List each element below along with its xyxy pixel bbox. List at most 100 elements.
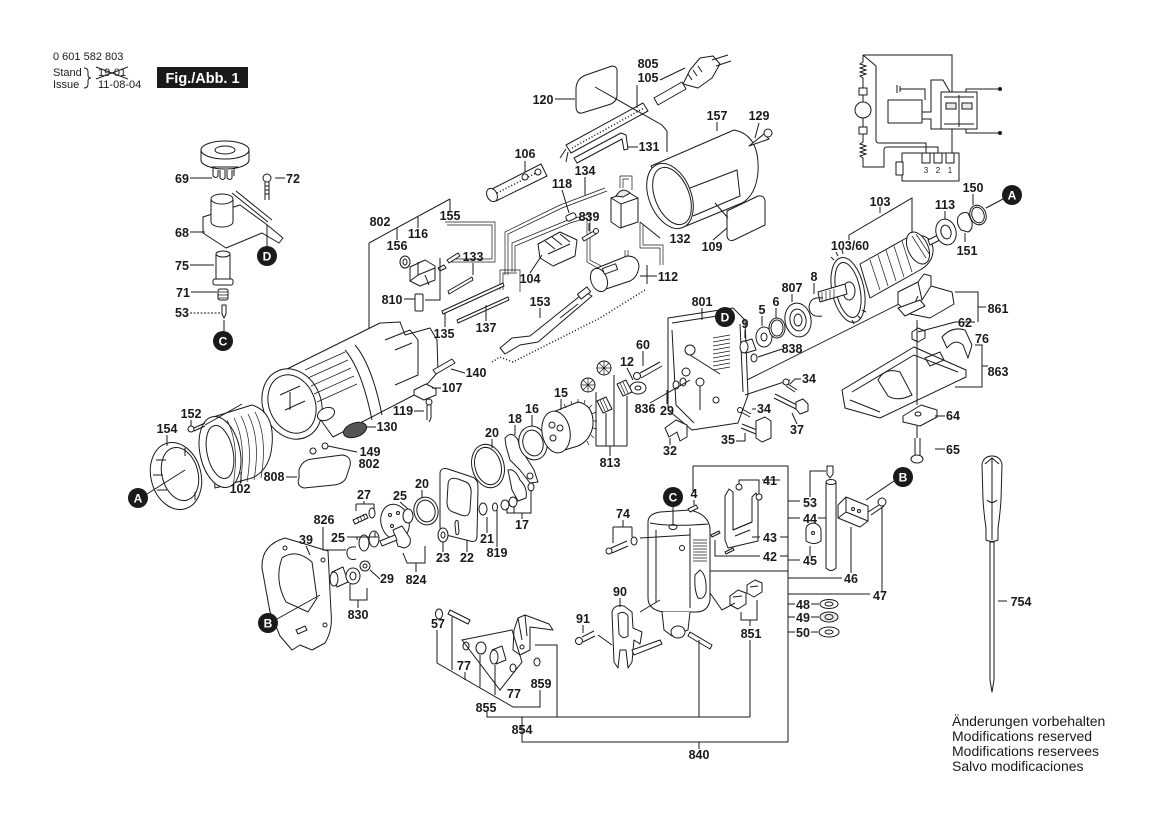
callout-label: 71 xyxy=(176,286,190,300)
part-nut-62 xyxy=(911,327,926,343)
callout-label: 22 xyxy=(460,551,474,565)
part-screw-118 xyxy=(565,212,577,222)
pin-label: 1 xyxy=(948,166,953,175)
figure-label-box xyxy=(157,67,248,88)
motor-symbol-icon xyxy=(854,101,872,119)
part-circlip-826 xyxy=(346,546,357,560)
marker-d-right: D xyxy=(715,307,735,327)
callout-label: 17 xyxy=(515,518,529,532)
part-screw-47 xyxy=(867,497,887,516)
callout-label: 48 xyxy=(796,598,810,612)
bracket-line xyxy=(692,465,870,742)
part-ring-150 xyxy=(969,204,987,226)
part-ring-25-upper xyxy=(402,508,414,524)
marker-c-left: C xyxy=(213,331,233,351)
callout-label: 25 xyxy=(393,489,407,503)
part-housing-tube-157 xyxy=(646,129,759,229)
callout-label: 37 xyxy=(790,423,804,437)
callout-label: 47 xyxy=(873,589,887,603)
callout-label: 807 xyxy=(782,281,803,295)
callout-label: 854 xyxy=(512,723,533,737)
part-screwdriver-754 xyxy=(981,455,1003,693)
callout-label: 5 xyxy=(759,303,766,317)
part-screw-34-lower xyxy=(737,407,752,418)
part-motor-housing xyxy=(261,321,439,440)
callout-label: 6 xyxy=(773,295,780,309)
part-screw-27 xyxy=(352,507,376,525)
part-armature-103 xyxy=(817,231,943,325)
callout-label: 29 xyxy=(380,572,394,586)
outline-855 xyxy=(461,629,523,691)
part-label-120 xyxy=(575,65,618,114)
callout-label: 77 xyxy=(507,687,521,701)
callout-label: 107 xyxy=(442,381,463,395)
callout-label: 830 xyxy=(348,608,369,622)
callout-label: 15 xyxy=(554,386,568,400)
part-gasket-39 xyxy=(261,537,332,651)
callout-label: 155 xyxy=(440,209,461,223)
part-rod-135 xyxy=(441,282,505,315)
marker-b-right: B xyxy=(893,467,913,487)
part-washer-29-lower xyxy=(359,560,371,572)
part-ring-57 xyxy=(435,608,443,620)
part-knob-35 xyxy=(740,416,772,443)
callout-label: 863 xyxy=(988,365,1009,379)
callout-label: 840 xyxy=(689,748,710,762)
part-gear-housing-lower xyxy=(647,509,713,650)
part-screw-91 xyxy=(575,630,596,645)
bracket-line xyxy=(276,501,426,620)
part-cable-105 xyxy=(559,81,687,163)
callout-label: 16 xyxy=(525,402,539,416)
bracket-line xyxy=(436,617,788,749)
issue-date: 11-08-04 xyxy=(98,79,141,91)
callout-label: 157 xyxy=(707,109,728,123)
callout-label: 859 xyxy=(531,677,552,691)
marker-b-left: B xyxy=(258,613,278,633)
marker-a-left: A xyxy=(128,488,148,508)
notice-line: Modifications reservees xyxy=(952,743,1099,759)
callout-label: 74 xyxy=(616,507,630,521)
part-clamp-plate-64 xyxy=(902,404,938,427)
modifications-notice: Änderungen vorbehalten Modifications res… xyxy=(952,713,1105,774)
part-pin-140 xyxy=(432,358,456,375)
callout-label: 120 xyxy=(533,93,554,107)
bracket-line xyxy=(916,291,988,450)
part-pads-851 xyxy=(729,579,763,610)
callout-label: 41 xyxy=(763,474,777,488)
part-sleeve-106 xyxy=(486,163,548,203)
part-brush-holder-104 xyxy=(537,231,578,267)
callout-label: 102 xyxy=(230,482,251,496)
part-pin-4 xyxy=(687,504,699,513)
callout-label: 32 xyxy=(663,444,677,458)
part-spring-838 xyxy=(750,353,758,363)
bracket-line xyxy=(636,67,686,108)
callout-label: 44 xyxy=(803,512,817,526)
callout-label: 754 xyxy=(1011,595,1032,609)
callout-label: 103/60 xyxy=(831,239,869,253)
part-gasket-808 xyxy=(297,454,351,489)
callout-label: 60 xyxy=(636,338,650,352)
callout-label: 836 xyxy=(635,402,656,416)
callout-label: 50 xyxy=(796,626,810,640)
callout-label: 855 xyxy=(476,701,497,715)
part-field-102 xyxy=(198,404,273,489)
callout-label: 129 xyxy=(749,109,770,123)
part-screw-152 xyxy=(187,422,206,433)
callout-label: 133 xyxy=(463,250,484,264)
part-spring-156 xyxy=(399,255,411,269)
leader-line xyxy=(555,86,668,152)
wiring-schematic: 3 2 1 xyxy=(854,54,1002,182)
callout-label: 21 xyxy=(480,532,494,546)
marker-c-lower: C xyxy=(663,487,683,507)
callout-label: 838 xyxy=(782,342,803,356)
notice-line: Änderungen vorbehalten xyxy=(952,713,1105,729)
callout-label: 805 xyxy=(638,57,659,71)
callout-label: 65 xyxy=(946,443,960,457)
callout-label: 135 xyxy=(434,327,455,341)
bracket-line xyxy=(368,198,474,330)
callout-label: 137 xyxy=(476,321,497,335)
part-rod-131 xyxy=(573,132,629,164)
part-screw-129 xyxy=(748,128,773,147)
part-capacitor-112 xyxy=(589,255,640,293)
part-lever-90 xyxy=(611,605,663,669)
